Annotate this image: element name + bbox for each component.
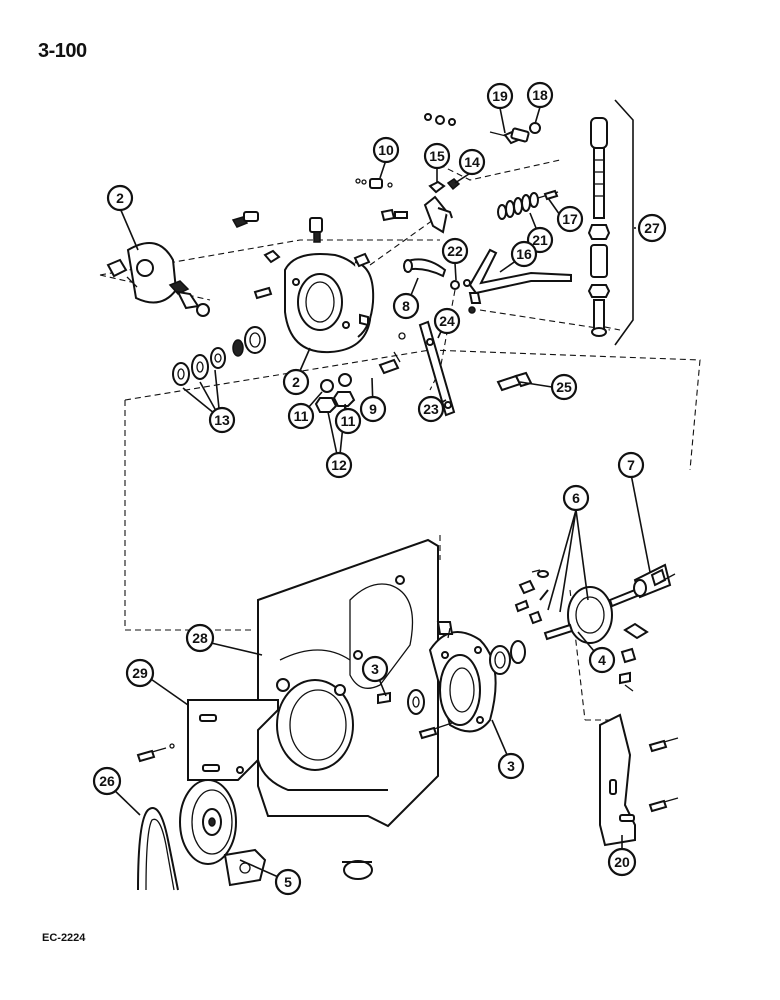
callout-2-upper: 2 [106,184,134,212]
svg-text:3: 3 [371,661,379,677]
svg-text:27: 27 [644,220,660,236]
page-number: 3-100 [38,40,87,62]
adjuster-bolt [424,113,541,145]
lower-left-bolts [136,743,175,763]
svg-text:23: 23 [423,401,439,417]
svg-text:19: 19 [492,88,508,104]
callout-12: 12 [325,451,353,479]
svg-text:9: 9 [369,401,377,417]
nuts-group [314,373,356,413]
svg-text:17: 17 [562,211,578,227]
svg-text:11: 11 [341,413,356,429]
callout-17: 17 [556,205,584,233]
figure-code: EC-2224 [42,932,86,944]
callout-26: 26 [92,766,122,796]
svg-text:5: 5 [284,874,292,890]
gear-housing-casting [257,538,439,880]
svg-text:11: 11 [294,408,309,424]
svg-text:20: 20 [614,854,630,870]
callout-10: 10 [372,136,400,164]
callout-29: 29 [125,658,155,688]
callout-16: 16 [510,240,538,268]
svg-text:2: 2 [292,374,300,390]
callout-11-left: 11 [287,402,315,430]
mounting-plate [187,699,279,781]
callout-3-left: 3 [361,655,389,683]
svg-text:22: 22 [447,243,463,259]
callout-22: 22 [441,237,469,265]
svg-text:16: 16 [516,246,532,262]
impeller-shaft [514,569,649,692]
callout-14: 14 [458,148,486,176]
svg-text:24: 24 [439,313,455,329]
callout-2-main: 2 [282,368,310,396]
callout-18: 18 [526,81,554,109]
callout-27: 27 [637,213,667,243]
svg-text:15: 15 [429,148,445,164]
callout-19: 19 [486,82,514,110]
pivot-bar [378,320,533,417]
svg-text:26: 26 [99,773,115,789]
adjusting-rod [587,99,634,346]
bearing-cap [377,621,526,740]
svg-text:28: 28 [192,630,208,646]
svg-text:2: 2 [116,190,124,206]
svg-text:3: 3 [507,758,515,774]
callout-4: 4 [588,646,616,674]
svg-text:6: 6 [572,490,580,506]
svg-text:13: 13 [214,412,230,428]
callout-8: 8 [392,292,420,320]
svg-text:29: 29 [132,665,148,681]
callout-25: 25 [550,373,578,401]
svg-text:25: 25 [556,379,572,395]
callout-24: 24 [433,307,461,335]
callout-11-right: 11 [334,407,362,435]
callout-15: 15 [423,142,451,170]
svg-text:18: 18 [532,87,548,103]
lever-linkage [403,248,572,314]
callout-23: 23 [417,395,445,423]
svg-text:14: 14 [464,154,480,170]
spring [497,189,559,220]
callout-28: 28 [185,623,215,653]
callout-13: 13 [208,406,236,434]
callout-5: 5 [274,868,302,896]
svg-text:7: 7 [627,457,635,473]
callout-3-right: 3 [497,752,525,780]
pump-housing-small [106,211,259,317]
impeller-nose [633,563,676,599]
fittings-top [355,178,461,234]
pulley [179,779,267,887]
callout-9: 9 [359,395,387,423]
callout-6: 6 [562,484,590,512]
svg-text:4: 4 [598,652,606,668]
svg-text:10: 10 [378,142,394,158]
support-bracket [599,713,679,847]
seal-washer-stack [172,326,266,386]
svg-text:8: 8 [402,298,410,314]
pump-housing-main [253,217,375,354]
v-belt [137,807,179,891]
callout-20: 20 [607,847,637,877]
callout-7: 7 [617,451,645,479]
svg-text:12: 12 [331,457,347,473]
svg-text:21: 21 [532,232,548,248]
